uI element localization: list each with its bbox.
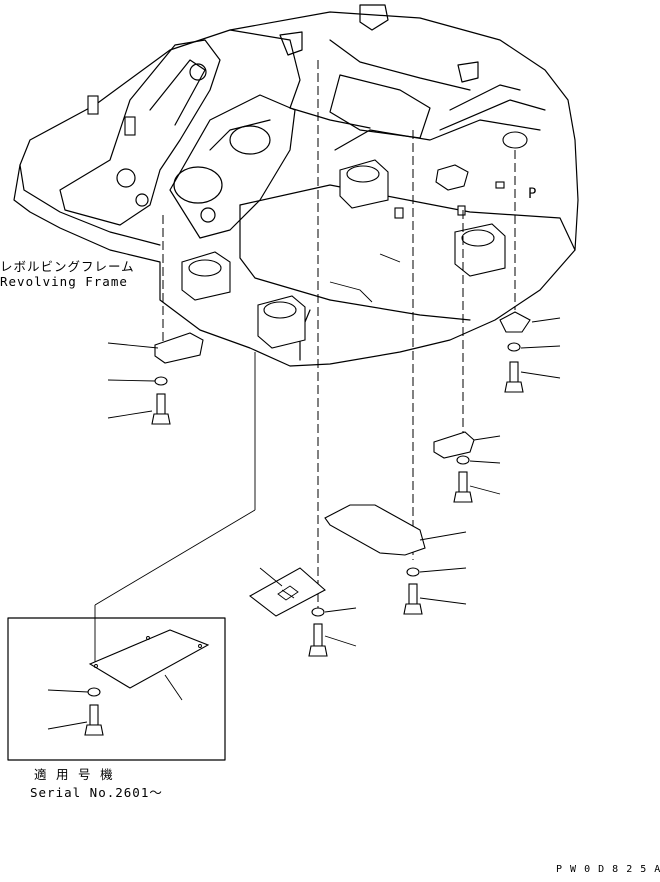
- revolving-frame: [13, 4, 579, 367]
- frame-label-jp: レボルビングフレーム: [0, 259, 135, 274]
- projection-lines: [94, 60, 516, 668]
- large-cover-assembly: [324, 504, 467, 615]
- serial-label-en: Serial No.2601～: [30, 785, 163, 800]
- left-cover-assembly: [107, 332, 204, 425]
- serial-label-jp: 適 用 号 機: [34, 767, 114, 782]
- check-plate-assembly: [249, 567, 357, 657]
- drawing-code: P W 0 D 8 2 5 A: [556, 864, 660, 875]
- right-cap-assembly: [499, 311, 561, 393]
- marker-p: P: [528, 186, 538, 202]
- serial-inset: [7, 617, 226, 761]
- mid-cover-assembly: [433, 431, 501, 503]
- frame-label-en: Revolving Frame: [0, 274, 128, 289]
